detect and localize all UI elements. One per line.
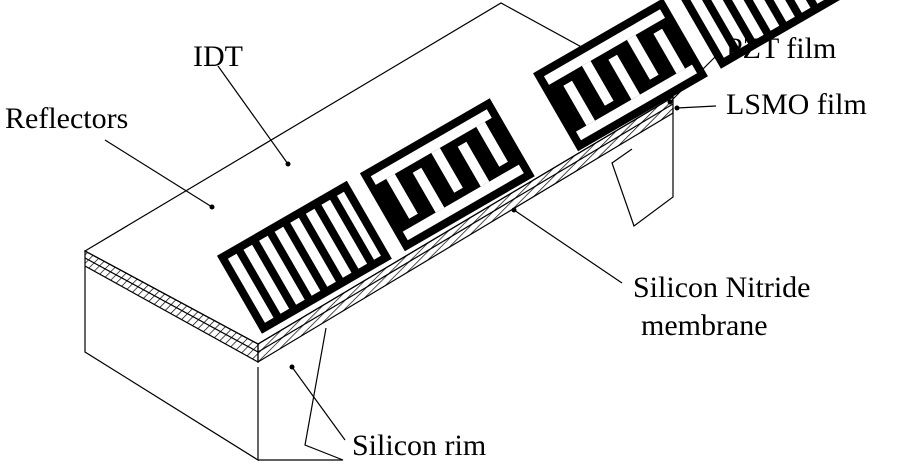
- label-silicon-nitride: Silicon Nitride: [633, 271, 810, 304]
- pzt-leader-dot: [667, 99, 673, 105]
- silicon-rim-leader: [291, 366, 346, 441]
- reflectors-leader: [104, 139, 213, 208]
- idt-leader: [217, 65, 289, 165]
- silicon-nitride-leader: [513, 209, 623, 284]
- label-membrane: membrane: [641, 309, 768, 342]
- label-reflectors: Reflectors: [5, 102, 128, 135]
- reflector-right: [675, 0, 851, 69]
- labels: IDT Reflectors PZT film LSMO film Silico…: [5, 32, 867, 462]
- reflector-left: [216, 180, 392, 334]
- leader-lines: [104, 51, 721, 441]
- label-idt: IDT: [193, 40, 243, 73]
- reflectors-leader-dot: [209, 204, 215, 210]
- silicon-nitride-leader-dot: [511, 207, 517, 213]
- silicon-rim-block: [84, 108, 674, 462]
- membrane-top-surface: [83, 2, 675, 345]
- pzt-leader: [669, 51, 721, 103]
- lsmo-leader-dot: [674, 105, 680, 111]
- rim-front-cavity-edge: [258, 327, 344, 461]
- idt-left: [359, 98, 535, 252]
- rim-back-cavity-edge: [611, 108, 674, 227]
- label-pzt-film: PZT film: [726, 32, 836, 65]
- lsmo-leader: [676, 105, 717, 109]
- electrodes: [216, 0, 851, 334]
- idt-right: [533, 0, 708, 152]
- label-lsmo-film: LSMO film: [726, 88, 867, 121]
- silicon-rim-leader-dot: [289, 364, 295, 370]
- idt-leader-dot: [285, 161, 291, 167]
- label-silicon-rim: Silicon rim: [352, 429, 486, 462]
